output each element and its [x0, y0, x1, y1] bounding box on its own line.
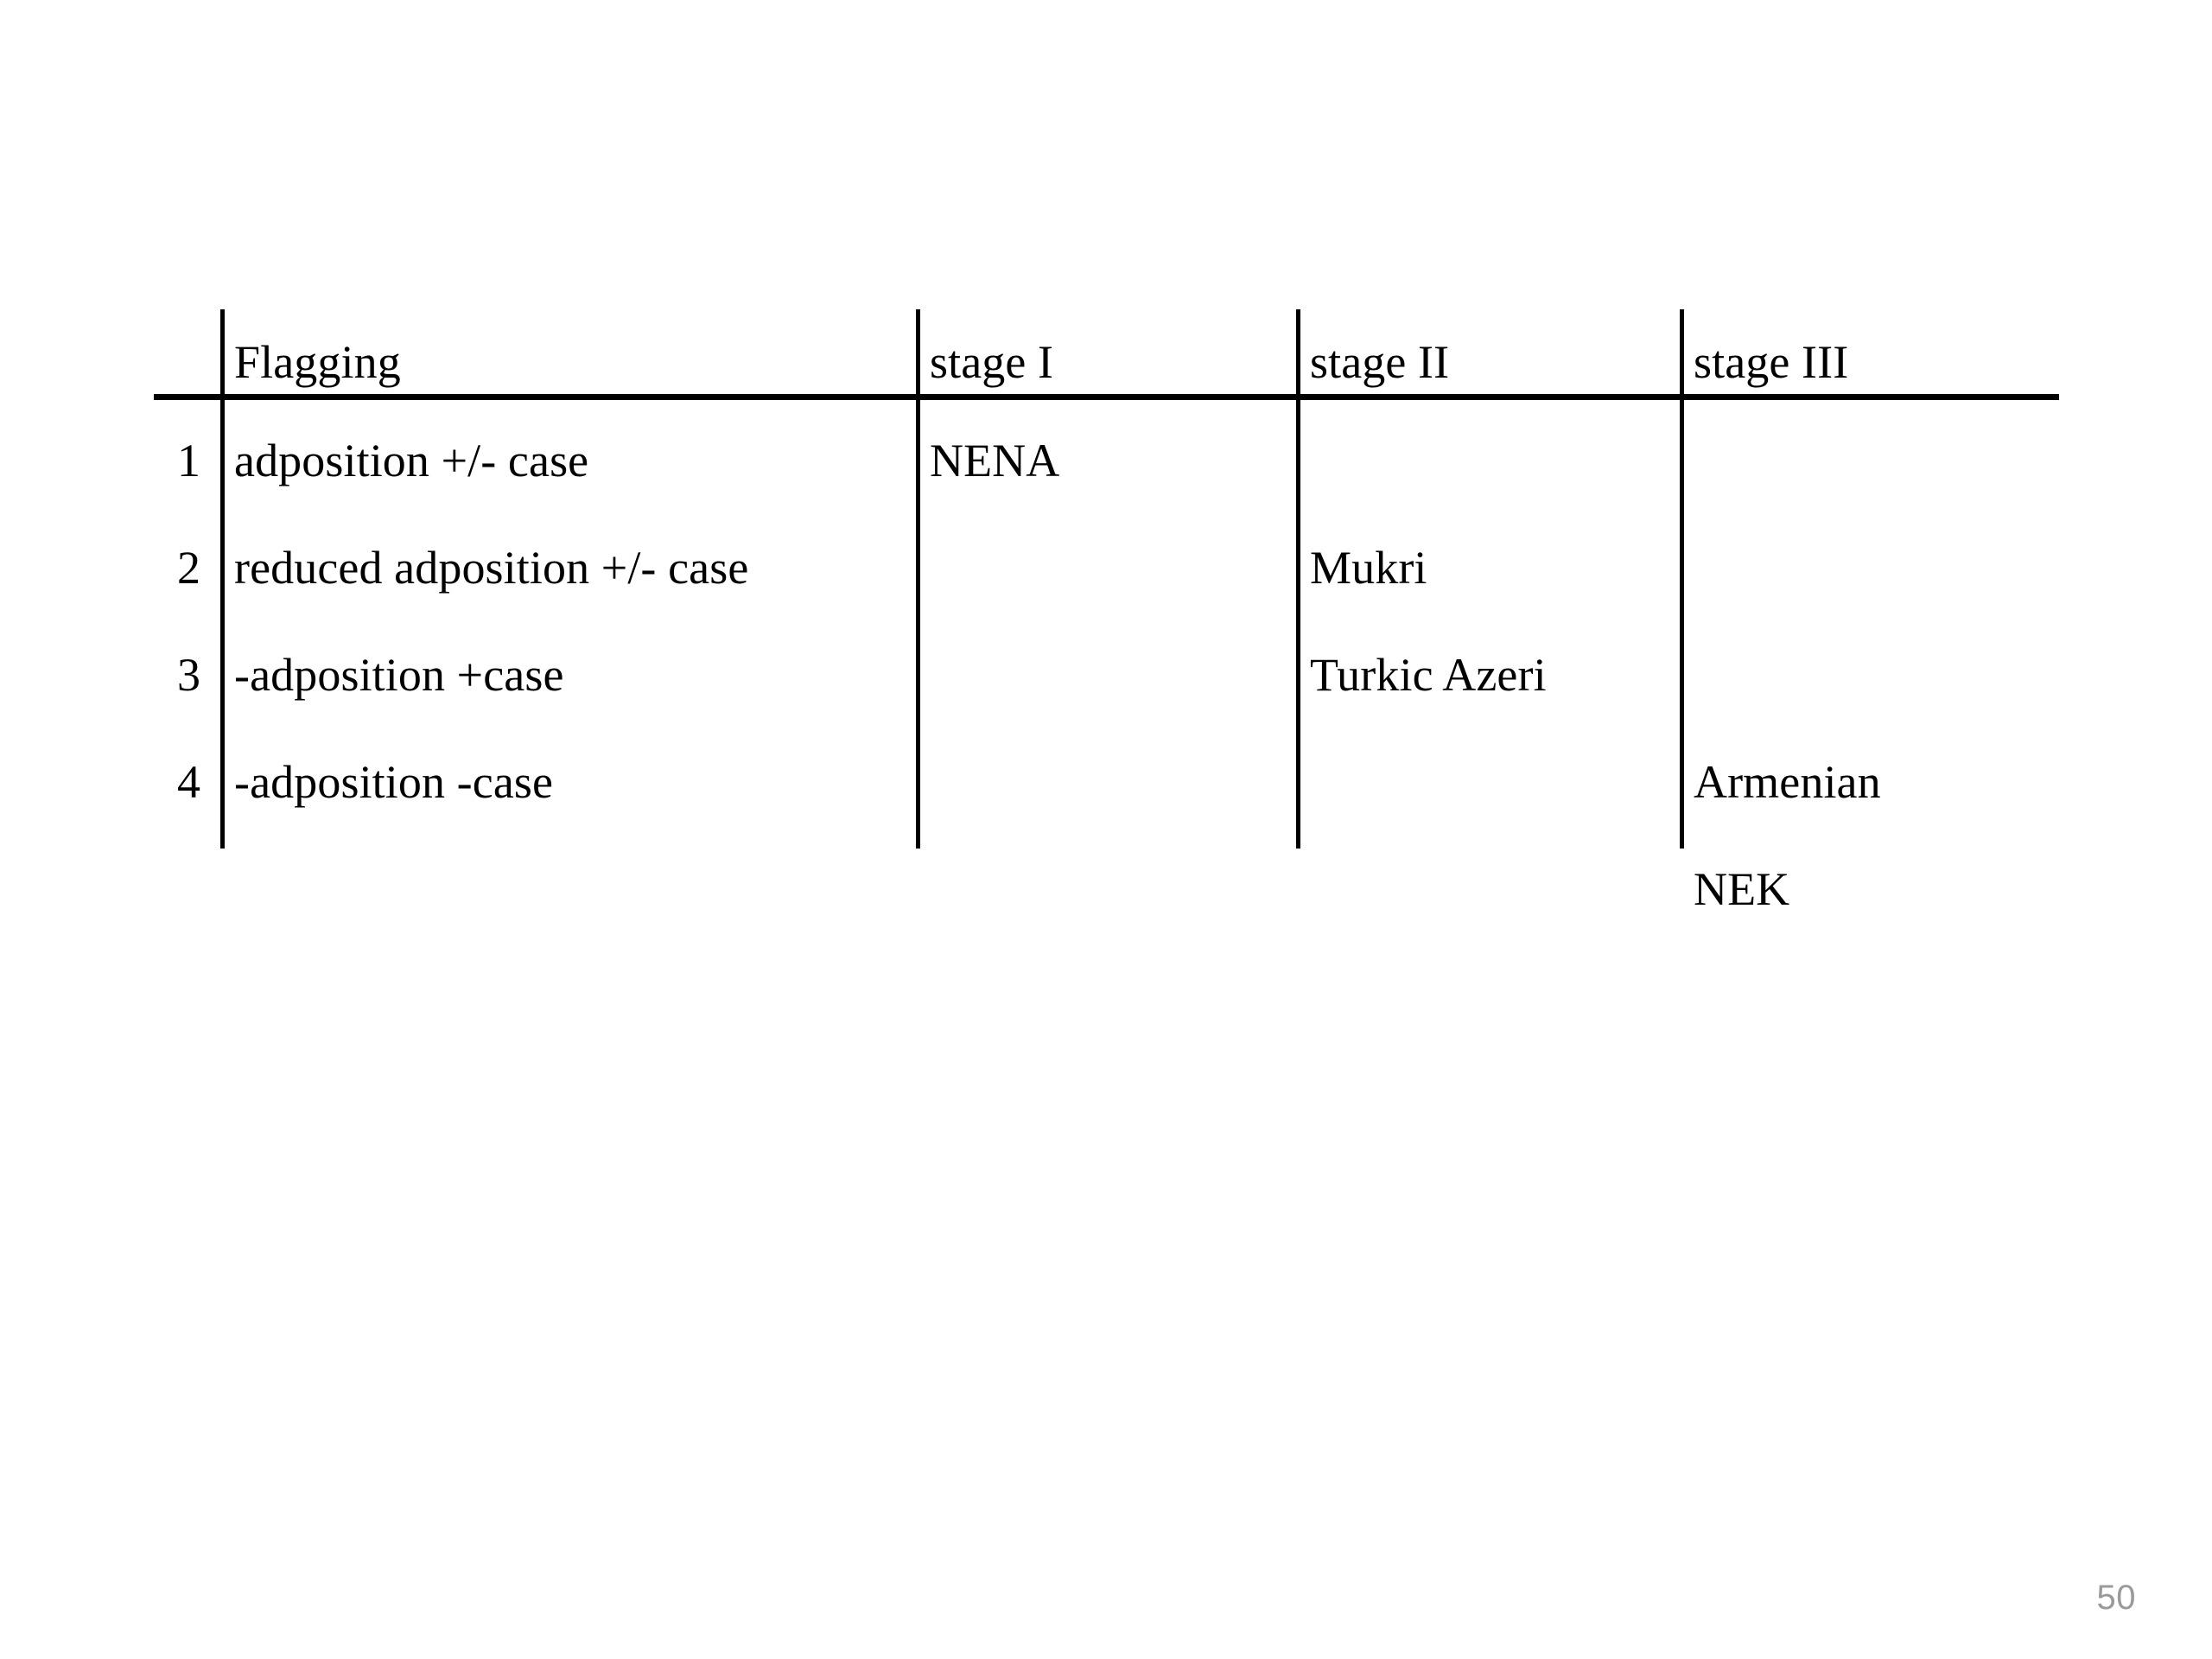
- table-row-number: 1: [177, 435, 200, 486]
- column-header-flagging: Flagging: [234, 336, 401, 388]
- table-row-number: 4: [177, 756, 200, 808]
- table-row-number: 2: [177, 542, 200, 594]
- table-cell-stage-3: NEK: [1694, 863, 1790, 915]
- table-row-number: 3: [177, 649, 200, 701]
- table-cell-flagging: adposition +/- case: [234, 435, 589, 486]
- table-header-rule: [154, 394, 2059, 400]
- table-cell-flagging: -adposition -case: [234, 756, 554, 808]
- table-cell-stage-1: NENA: [930, 435, 1060, 486]
- table-vertical-rule-4: [1680, 309, 1684, 849]
- table-vertical-rule-1: [220, 309, 225, 849]
- column-header-stage-3: stage III: [1694, 336, 1849, 388]
- table-cell-flagging: -adposition +case: [234, 649, 564, 701]
- column-header-stage-2: stage II: [1310, 336, 1450, 388]
- table-vertical-rule-2: [916, 309, 920, 849]
- page-number: 50: [2096, 1579, 2136, 1617]
- table-cell-stage-2: Turkic Azeri: [1310, 649, 1547, 701]
- table-cell-flagging: reduced adposition +/- case: [234, 542, 749, 594]
- flagging-stages-table: Flagging stage I stage II stage III 1 ad…: [154, 294, 2063, 912]
- table-cell-stage-2: Mukri: [1310, 542, 1427, 594]
- table-vertical-rule-3: [1296, 309, 1300, 849]
- table-cell-stage-3: Armenian: [1694, 756, 1881, 808]
- column-header-stage-1: stage I: [930, 336, 1054, 388]
